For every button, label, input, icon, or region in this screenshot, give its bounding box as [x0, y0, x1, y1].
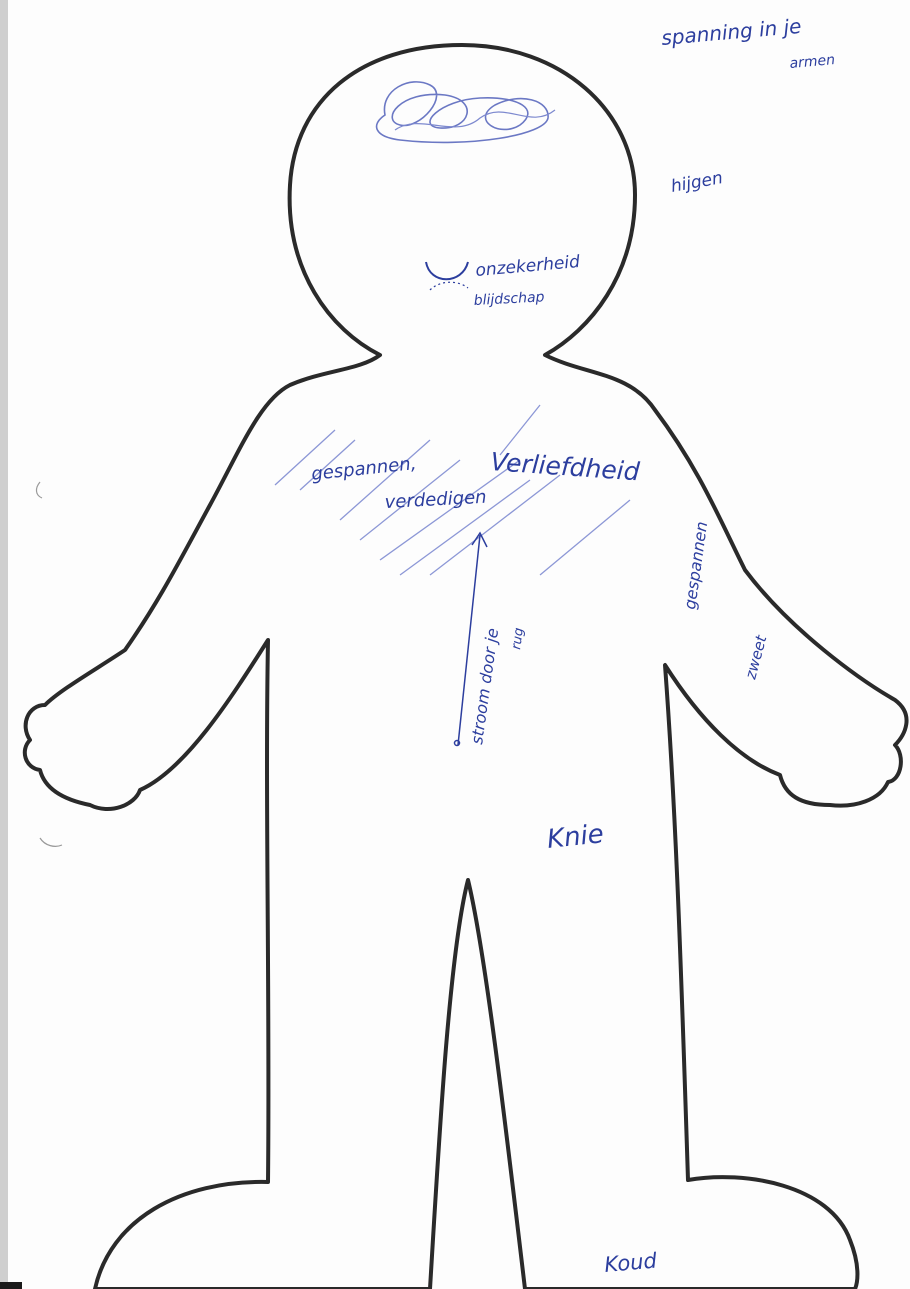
svg-text:armen: armen	[789, 52, 836, 72]
scan-mark	[36, 482, 42, 498]
annotation-current-back: stroom door je rug	[467, 627, 527, 746]
svg-text:stroom door je: stroom door je	[467, 627, 502, 746]
smile-arc	[426, 262, 468, 279]
annotation-arm-sweat: zweet	[741, 632, 770, 682]
head-scribble	[377, 82, 549, 143]
svg-text:rug: rug	[509, 627, 527, 651]
annotation-joy: blijdschap	[473, 289, 545, 309]
scan-mark-2	[40, 838, 62, 846]
annotation-in-love: Verliefdheid	[490, 447, 641, 486]
annotation-tensed: gespannen,	[310, 453, 417, 485]
annotation-tension-arms: spanning in je armen	[660, 14, 835, 72]
svg-text:spanning in je: spanning in je	[660, 14, 802, 50]
annotation-insecurity: onzekerheid	[475, 252, 581, 281]
annotation-knees: Knie	[546, 819, 606, 855]
annotation-cold: Koud	[603, 1248, 658, 1277]
frown-dotted	[430, 282, 468, 290]
annotation-panting: hijgen	[669, 168, 724, 197]
annotation-defend: verdedigen	[384, 487, 487, 513]
annotation-arm-tense: gespannen	[680, 520, 711, 610]
